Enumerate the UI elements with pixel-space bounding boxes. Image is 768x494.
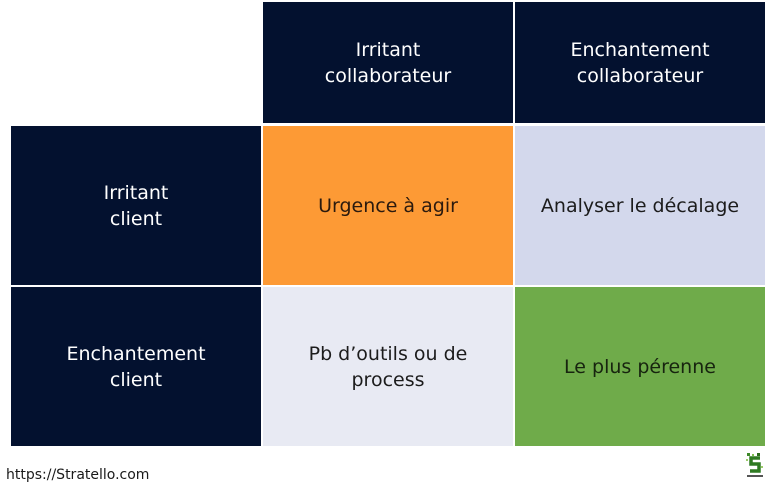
cell-urgence-a-agir: Urgence à agir (263, 126, 513, 285)
column-header-enchantement-collaborateur: Enchantement collaborateur (515, 2, 765, 123)
cell-pb-outils-process: Pb d’outils ou de process (263, 287, 513, 446)
row-header-enchantement-client: Enchantement client (11, 287, 261, 446)
cell-line: Le plus pérenne (564, 355, 716, 378)
header-line: client (109, 207, 163, 230)
stratello-logo-icon (744, 452, 766, 480)
header-line: collaborateur (576, 64, 704, 87)
cell-analyser-le-decalage: Analyser le décalage (515, 126, 765, 285)
column-header-irritant-collaborateur: Irritant collaborateur (263, 2, 513, 123)
row-header-irritant-client: Irritant client (11, 126, 261, 285)
footer-url[interactable]: https://Stratello.com (6, 467, 150, 483)
header-line: client (109, 368, 163, 391)
cell-line: Urgence à agir (318, 194, 458, 217)
cell-line: Analyser le décalage (540, 194, 740, 217)
header-line: Enchantement (66, 342, 206, 365)
header-line: Enchantement (570, 38, 710, 61)
cell-line: process (351, 368, 425, 391)
cell-line: Pb d’outils ou de (308, 342, 468, 365)
cell-le-plus-perenne: Le plus pérenne (515, 287, 765, 446)
header-line: collaborateur (324, 64, 452, 87)
header-line: Irritant (103, 181, 169, 204)
header-line: Irritant (355, 38, 421, 61)
